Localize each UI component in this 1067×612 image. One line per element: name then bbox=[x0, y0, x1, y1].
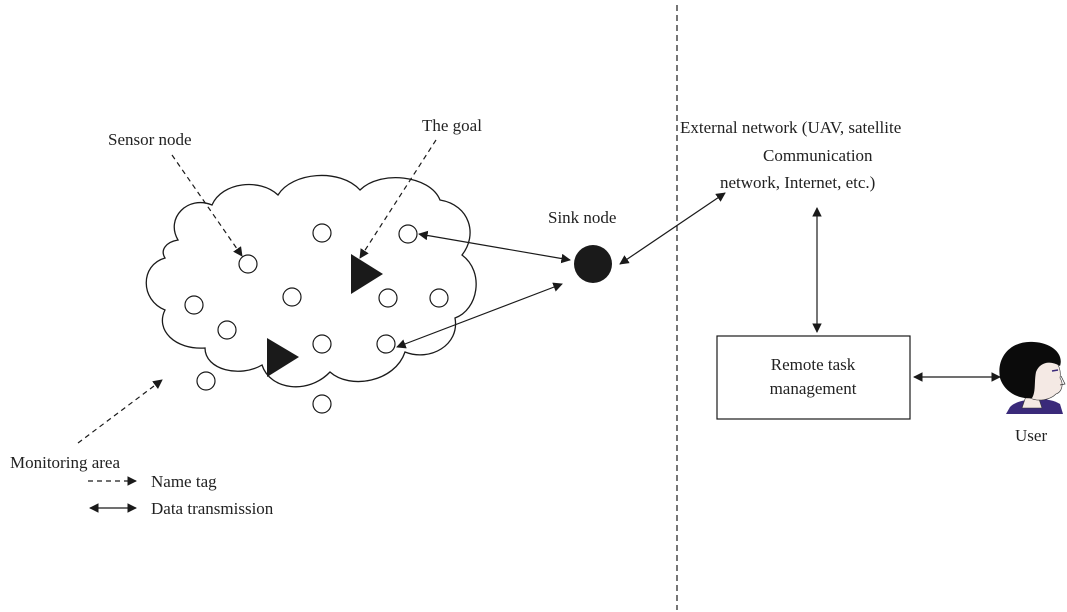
external-network-label-1: External network (UAV, satellite bbox=[680, 118, 901, 137]
user-avatar-icon bbox=[999, 341, 1066, 414]
circle-icon bbox=[312, 334, 332, 354]
legend-name-tag-label: Name tag bbox=[151, 472, 217, 491]
sensor-node-label: Sensor node bbox=[108, 130, 192, 149]
circle-icon bbox=[376, 334, 396, 354]
circle-icon bbox=[378, 288, 398, 308]
remote-task-label-1: Remote task bbox=[771, 355, 856, 374]
circle-icon bbox=[238, 254, 258, 274]
remote-task-label-2: management bbox=[770, 379, 857, 398]
sink-node-label: Sink node bbox=[548, 208, 616, 227]
sensor-nodes bbox=[184, 223, 449, 414]
external-network-label-2: Communication bbox=[763, 146, 873, 165]
triangle-icon bbox=[267, 338, 299, 377]
legend: Name tag Data transmission bbox=[88, 472, 274, 518]
remote-task-management-box bbox=[716, 335, 911, 420]
monitoring-area-cloud bbox=[145, 174, 477, 388]
circle-icon bbox=[282, 287, 302, 307]
the-goal-label: The goal bbox=[422, 116, 482, 135]
sink-external-transmission bbox=[619, 192, 726, 265]
filled-circle-icon bbox=[574, 245, 612, 283]
circle-icon bbox=[398, 224, 418, 244]
circle-icon bbox=[196, 371, 216, 391]
sensor-node-tag-arrow bbox=[171, 154, 243, 257]
external-network-label-3: network, Internet, etc.) bbox=[720, 173, 875, 192]
user-label: User bbox=[1015, 426, 1047, 445]
goal-tag-arrow bbox=[359, 139, 437, 259]
triangle-icon bbox=[351, 254, 383, 294]
circle-icon bbox=[312, 223, 332, 243]
legend-data-transmission-label: Data transmission bbox=[151, 499, 274, 518]
monitoring-area-tag-arrow bbox=[77, 379, 163, 444]
circle-icon bbox=[312, 394, 332, 414]
circle-icon bbox=[429, 288, 449, 308]
sensor-sink-transmission-1 bbox=[418, 230, 571, 264]
monitoring-area-label: Monitoring area bbox=[10, 453, 120, 472]
sensor-sink-transmission-2 bbox=[396, 282, 563, 349]
circle-icon bbox=[217, 320, 237, 340]
circle-icon bbox=[184, 295, 204, 315]
